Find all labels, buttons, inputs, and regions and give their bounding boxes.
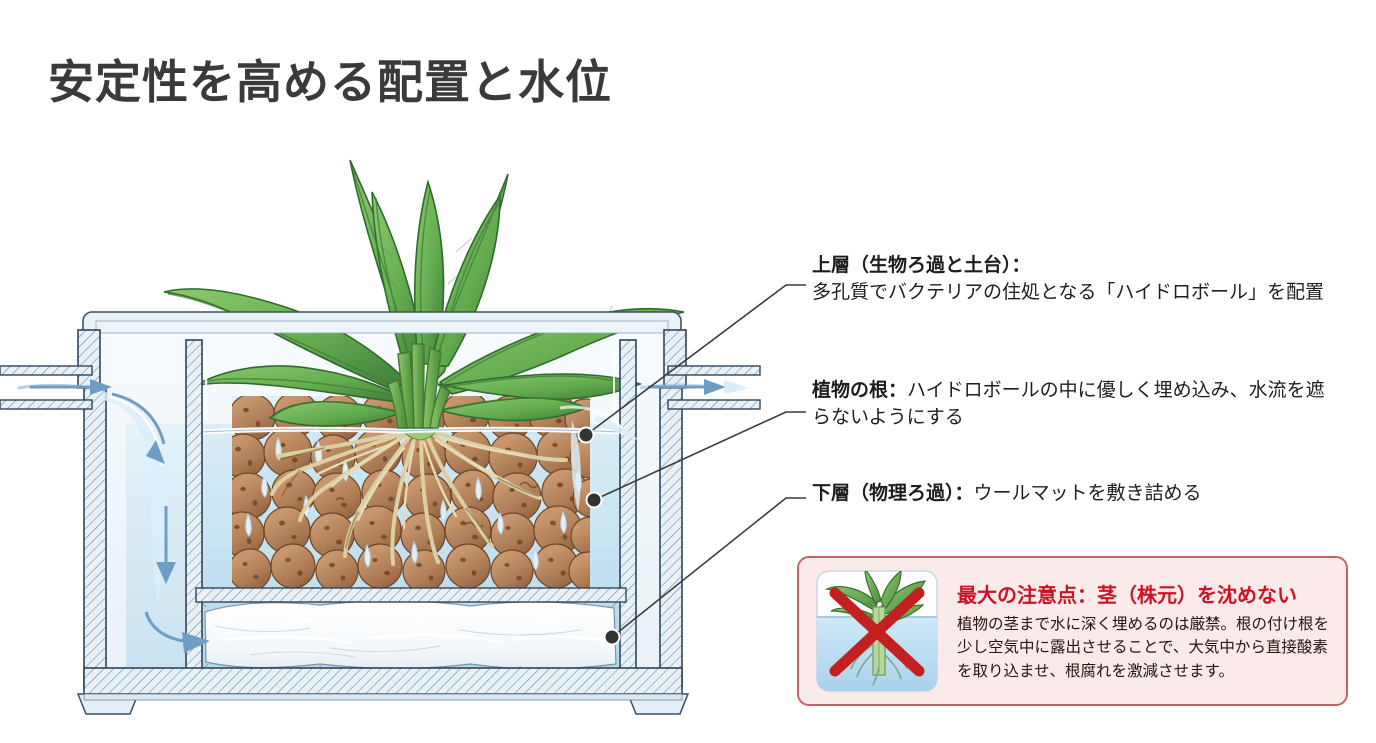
warning-body: 植物の茎まで水に深く埋めるのは厳禁。根の付け根を少し空気中に露出させることで、大… [957, 615, 1330, 680]
root-system [270, 429, 568, 566]
annotation-upper-layer: 上層（生物ろ過と土台）： 多孔質でバクテリアの住処となる「ハイドロボール」を配置 [812, 253, 1352, 307]
bottom-flow-arrow [182, 632, 210, 653]
warning-callout: 最大の注意点：茎（株元）を沈めない 植物の茎まで水に深く埋めるのは厳禁。根の付け… [797, 556, 1348, 706]
leader-lower-layer [611, 497, 806, 638]
water-line [199, 426, 623, 435]
wool-mat-layer [200, 600, 618, 672]
leader-lines [585, 284, 806, 638]
annotation-plant-roots-head: 植物の根： [812, 380, 908, 401]
leader-dots [577, 426, 621, 646]
page-title: 安定性を高める配置と水位 [48, 56, 612, 108]
annotation-lower-layer: 下層（物理ろ過）：ウールマットを敷き詰める [812, 481, 1352, 508]
tank-glass-frame [0, 311, 761, 715]
annotation-plant-roots: 植物の根：ハイドロボールの中に優しく埋め込み、水流を遮らないようにする [812, 378, 1332, 432]
warning-title: 最大の注意点：茎（株元）を沈めない [957, 584, 1297, 607]
annotation-plant-roots-body: ハイドロボールの中に優しく埋め込み、水流を遮らないようにする [812, 380, 1325, 428]
annotation-upper-layer-head: 上層（生物ろ過と土台）： [812, 255, 1031, 276]
downflow-arrow [146, 440, 165, 464]
annotation-lower-layer-head: 下層（物理ろ過）： [812, 483, 974, 504]
flow-indicators [17, 379, 748, 653]
leader-plant-roots [593, 411, 806, 501]
no-submerged-stem-icon [813, 567, 941, 695]
warning-text-group: 最大の注意点：茎（株元）を沈めない 植物の茎まで水に深く埋めるのは厳禁。根の付け… [955, 579, 1332, 684]
annotation-lower-layer-body: ウールマットを敷き詰める [973, 483, 1202, 504]
leader-upper-layer [585, 284, 806, 436]
inlet-pipe [0, 365, 93, 410]
outlet-pipe [667, 365, 761, 410]
annotation-upper-layer-body: 多孔質でバクテリアの住処となる「ハイドロボール」を配置 [812, 281, 1325, 303]
